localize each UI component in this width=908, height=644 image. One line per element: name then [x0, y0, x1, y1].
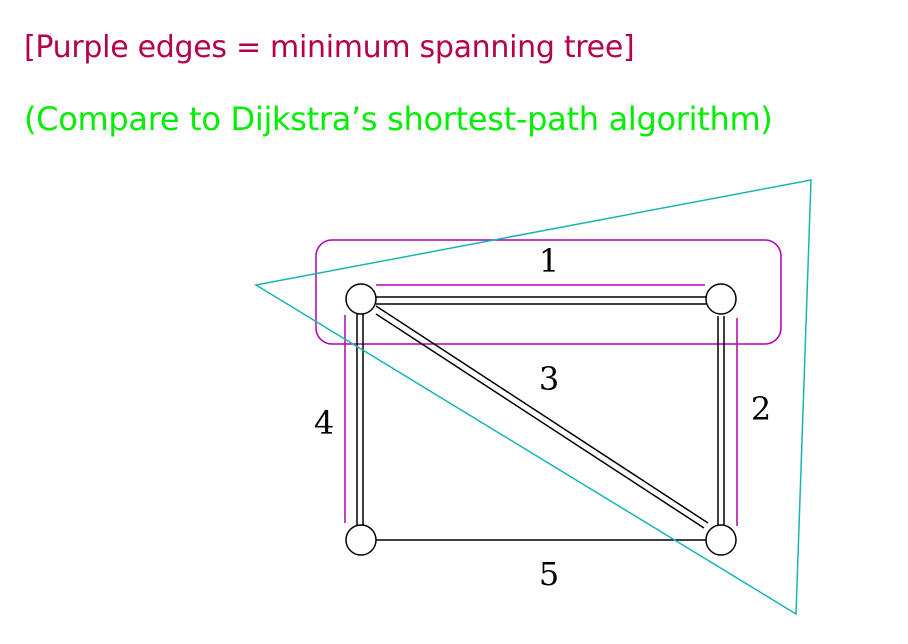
weight-diagonal: 3: [539, 360, 559, 398]
vertex-top-left: [345, 283, 377, 315]
cut-triangle: [253, 179, 812, 616]
edge-diagonal-b: [375, 313, 705, 529]
vertex-bottom-left: [345, 524, 377, 556]
slide-title: [Purple edges = minimum spanning tree]: [24, 30, 635, 65]
vertex-top-right: [705, 283, 737, 315]
weight-top: 1: [539, 242, 559, 280]
mst-cluster-outline: [315, 239, 782, 345]
weight-bottom: 5: [539, 555, 559, 593]
vertices: [345, 283, 737, 556]
vertex-bottom-right: [705, 524, 737, 556]
edge-diagonal-a: [375, 305, 709, 524]
weight-right: 2: [751, 390, 771, 428]
weight-left: 4: [314, 404, 334, 442]
slide-subtitle: (Compare to Dijkstra’s shortest-path alg…: [24, 100, 773, 138]
edges: [356, 296, 725, 541]
